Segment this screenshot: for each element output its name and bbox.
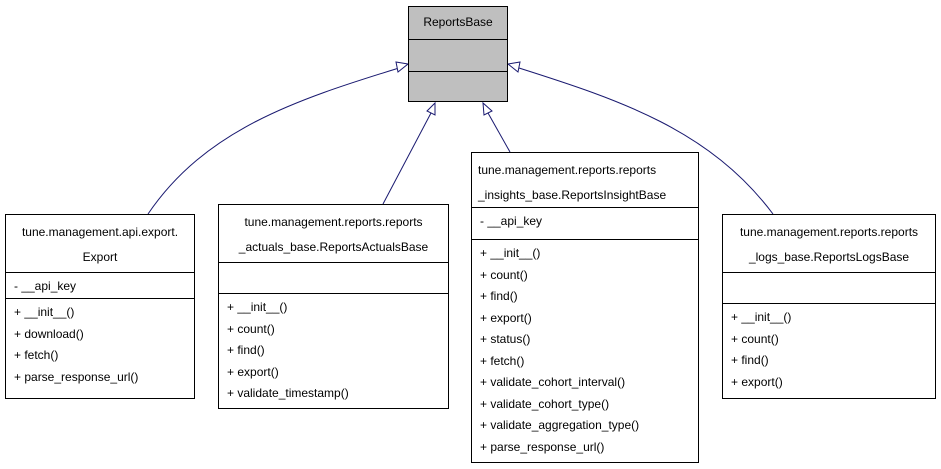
- method-item: + parse_response_url(): [480, 439, 605, 454]
- class-name: ReportsBase: [423, 15, 493, 29]
- arrowhead-logs: [506, 61, 521, 73]
- method-item: + find(): [480, 289, 518, 303]
- attributes-section: [723, 272, 935, 303]
- class-box-reports-logs-base[interactable]: tune.management.reports.reports _logs_ba…: [722, 214, 936, 399]
- arrowhead-insights: [482, 101, 493, 116]
- class-name-line: _logs_base.ReportsLogsBase: [748, 250, 910, 264]
- class-box-reports-base[interactable]: ReportsBase: [408, 6, 508, 102]
- attributes-section: [219, 262, 448, 293]
- method-item: + fetch(): [480, 353, 525, 368]
- method-item: + validate_timestamp(): [227, 386, 349, 400]
- edge-actuals-to-base: [382, 112, 432, 205]
- class-name-line: Export: [82, 250, 118, 264]
- method-item: + status(): [480, 332, 531, 346]
- method-item: + validate_aggregation_type(): [480, 418, 640, 432]
- method-item: + parse_response_url(): [14, 369, 139, 384]
- method-item: + export(): [480, 310, 532, 325]
- class-name-line: _actuals_base.ReportsActualsBase: [238, 240, 429, 254]
- class-box-reports-insight-base[interactable]: tune.management.reports.reports _insight…: [471, 152, 699, 463]
- method-item: + validate_cohort_interval(): [480, 375, 626, 389]
- method-item: + find(): [227, 343, 265, 357]
- methods-section: [409, 71, 507, 101]
- arrowhead-actuals: [426, 101, 436, 116]
- class-box-reports-actuals-base[interactable]: tune.management.reports.reports _actuals…: [218, 204, 449, 409]
- methods-section: + __init__() + download() + fetch() + pa…: [6, 298, 194, 392]
- method-item: + validate_cohort_type(): [480, 396, 610, 411]
- class-name-section: ReportsBase: [409, 7, 507, 39]
- method-item: + count(): [480, 267, 528, 282]
- method-item: + export(): [731, 374, 783, 389]
- methods-section: + __init__() + count() + find() + export…: [472, 239, 698, 462]
- method-item: + __init__(): [731, 310, 792, 324]
- method-item: + __init__(): [227, 300, 288, 314]
- attributes-section: - __api_key: [6, 272, 194, 298]
- class-name-section: tune.management.reports.reports _logs_ba…: [723, 215, 935, 272]
- class-name-line: tune.management.reports.reports: [478, 163, 657, 177]
- methods-section: + __init__() + count() + find() + export…: [723, 303, 935, 397]
- edge-export-to-base: [147, 67, 400, 215]
- method-item: + export(): [227, 364, 279, 379]
- class-box-export[interactable]: tune.management.api.export. Export - __a…: [5, 214, 195, 399]
- class-name-section: tune.management.reports.reports _insight…: [472, 153, 698, 207]
- class-name-line: tune.management.reports.reports: [739, 225, 919, 239]
- attribute-item: - __api_key: [14, 279, 77, 293]
- edge-insights-to-base: [487, 112, 511, 153]
- methods-section: + __init__() + count() + find() + export…: [219, 293, 448, 409]
- method-item: + count(): [731, 331, 779, 346]
- method-item: + __init__(): [14, 305, 75, 319]
- method-item: + __init__(): [480, 246, 541, 260]
- edge-logs-to-base: [518, 67, 774, 215]
- attribute-item: - __api_key: [480, 214, 543, 228]
- attributes-section: - __api_key: [472, 207, 698, 239]
- method-item: + download(): [14, 326, 84, 341]
- method-item: + find(): [731, 353, 769, 367]
- attributes-section: [409, 39, 507, 71]
- class-name-section: tune.management.reports.reports _actuals…: [219, 205, 448, 262]
- class-name-line: _insights_base.ReportsInsightBase: [478, 188, 667, 202]
- method-item: + fetch(): [14, 348, 59, 362]
- method-item: + count(): [227, 321, 275, 336]
- class-name-section: tune.management.api.export. Export: [6, 215, 194, 272]
- arrowhead-export: [395, 61, 410, 73]
- class-name-line: tune.management.api.export.: [21, 225, 179, 239]
- class-name-line: tune.management.reports.reports: [244, 215, 423, 229]
